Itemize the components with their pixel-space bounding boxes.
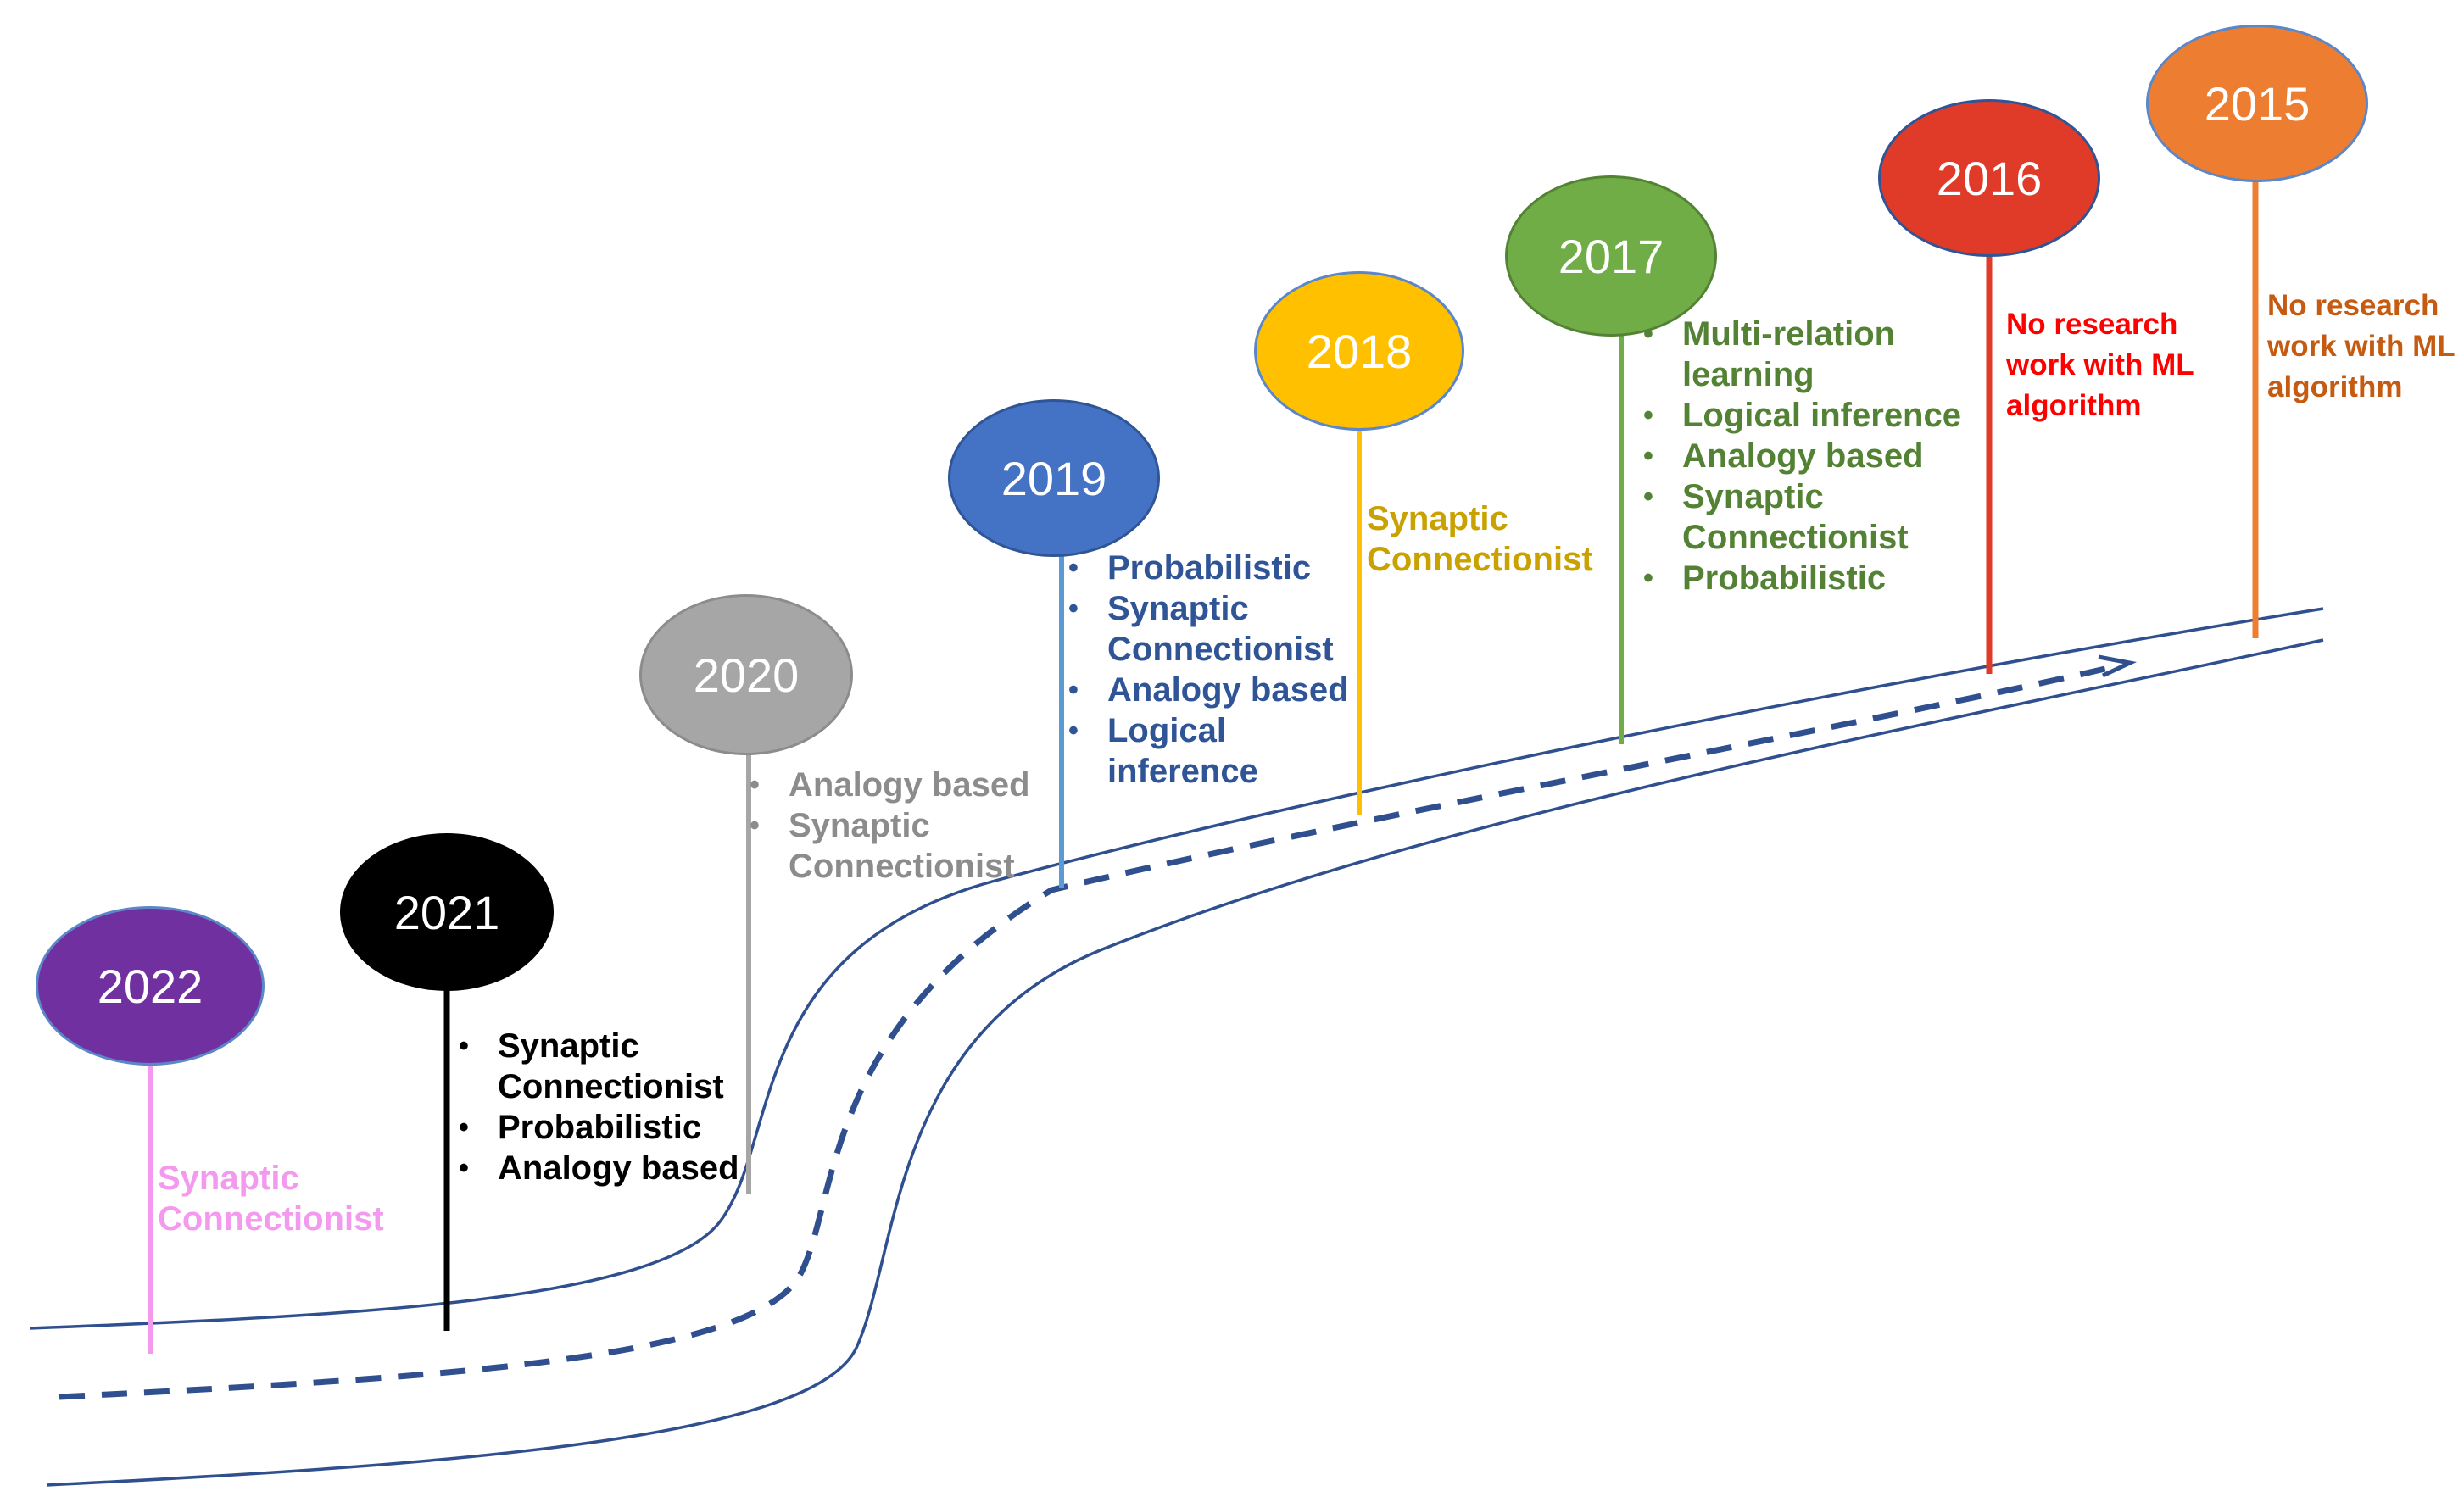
method-list-2021: •Synaptic Connectionist •Probabilistic •… (459, 1026, 747, 1188)
list-item: •Synaptic Connectionist (1068, 590, 1334, 668)
method-list-2017: •Multi-relation learning •Logical infere… (1643, 314, 1965, 598)
year-bubble-2015: 2015 (2146, 25, 2368, 182)
year-bubble-2020: 2020 (639, 594, 853, 755)
pin-2018 (1357, 424, 1362, 815)
year-bubble-2021: 2021 (340, 833, 554, 991)
pin-2022 (148, 1055, 153, 1354)
pin-2017 (1619, 331, 1624, 744)
list-item: •Probabilistic (1643, 559, 1887, 597)
note-2016: No research work with ML algorithm (2006, 304, 2194, 426)
road-edge-upper (29, 607, 2324, 1330)
list-item: •Logical inference (1643, 397, 1961, 434)
note-line: work with ML (2267, 330, 2456, 363)
note-line: Connectionist (158, 1200, 384, 1238)
list-item: •Probabilistic (1068, 549, 1312, 587)
method-list-2020: •Analogy based •Synaptic Connectionist (750, 765, 1038, 887)
list-item: •Probabilistic (459, 1109, 702, 1146)
note-line: Synaptic (1367, 500, 1508, 537)
year-bubble-2018: 2018 (1254, 271, 1464, 431)
list-item: •Logical inference (1068, 712, 1258, 790)
note-line: No research (2267, 289, 2439, 322)
note-line: Synaptic (158, 1160, 299, 1197)
list-item: •Multi-relation learning (1643, 315, 1896, 393)
pin-2015 (2252, 176, 2259, 638)
pin-2016 (1986, 250, 1993, 674)
year-bubble-2019: 2019 (948, 399, 1160, 557)
note-line: algorithm (2006, 389, 2142, 422)
road-arrowhead (2098, 654, 2138, 678)
pin-2021 (443, 983, 450, 1331)
year-bubble-2017: 2017 (1505, 175, 1717, 337)
list-item: •Synaptic Connectionist (750, 807, 1015, 885)
note-2018: Synaptic Connectionist (1367, 498, 1593, 580)
road-center-dashed (59, 662, 2121, 1400)
year-bubble-2022: 2022 (36, 906, 265, 1066)
road-edge-lower (46, 638, 2324, 1487)
pin-2020 (746, 746, 751, 1194)
list-item: •Synaptic Connectionist (1643, 478, 1909, 556)
note-line: No research (2006, 308, 2178, 341)
note-2015: No research work with ML algorithm (2267, 286, 2456, 408)
list-item: •Analogy based (750, 766, 1030, 804)
note-2022: Synaptic Connectionist (158, 1158, 384, 1239)
list-item: •Analogy based (1068, 671, 1349, 709)
year-bubble-2016: 2016 (1878, 99, 2100, 257)
method-list-2019: •Probabilistic •Synaptic Connectionist •… (1068, 548, 1365, 792)
pin-2019 (1059, 543, 1064, 888)
list-item: •Synaptic Connectionist (459, 1027, 724, 1105)
note-line: work with ML (2006, 348, 2194, 381)
note-line: algorithm (2267, 370, 2403, 403)
note-line: Connectionist (1367, 541, 1593, 578)
list-item: •Analogy based (1643, 437, 1924, 475)
list-item: •Analogy based (459, 1149, 739, 1187)
